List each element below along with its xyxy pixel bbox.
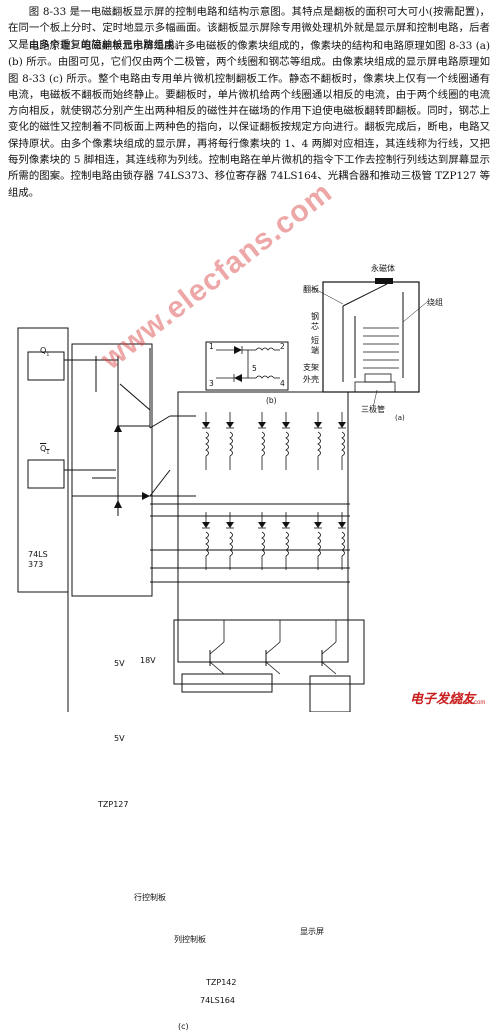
pixel-cell (258, 512, 290, 570)
figure-c-q1-sub: 1 (46, 351, 50, 358)
figure-a-flipboard-label: 翻板 (303, 285, 319, 294)
figure-b-pin-2: 2 (280, 342, 285, 351)
figure-c-drawing (17, 327, 365, 713)
pixel-cell (202, 512, 234, 570)
figure-a-housing-label: 外壳 (303, 375, 319, 384)
figure-a-triode-label: 三极管 (361, 405, 385, 414)
figure-c-q1: Q1 (40, 346, 50, 358)
figure-c-tzp142: TZP142 (206, 978, 237, 987)
column-transistor (321, 620, 337, 675)
paragraph-principle: 电路原理：电磁翻板显示屏是由许多电磁板的像素块组成的，像素块的结构和电路原理如图… (8, 40, 490, 199)
figure-c-row-board: 行控制板 (134, 893, 166, 902)
figure-a-steel-core-label: 钢芯 (311, 312, 319, 331)
footer-logo: 电子发烧友 (410, 691, 476, 706)
figure-c-q1n-sub: 1 (46, 449, 50, 456)
display-pixel-grid (202, 412, 346, 570)
figure-c: 74LS 373 Q1 Q1 5V 18V 5V TZP127 行控制板 显示屏… (0, 320, 497, 1031)
column-transistor (265, 620, 281, 675)
figure-c-q1n: Q1 (40, 444, 50, 456)
figure-b-pin-4: 4 (280, 379, 285, 388)
pixel-cell (314, 412, 346, 470)
figure-c-tzp127: TZP127 (98, 800, 129, 809)
figure-b-pin-1: 1 (209, 342, 214, 351)
figure-a: 永磁体 翻板 钢芯 短端 支架 外壳 绕组 三极管 (a) (303, 262, 493, 432)
figure-a-drawing (312, 278, 428, 409)
pixel-cell (258, 412, 290, 470)
figure-b-caption: (b) (266, 396, 277, 405)
figure-b-pin-3: 3 (209, 379, 214, 388)
pixel-cell (314, 512, 346, 570)
column-transistor (209, 620, 225, 675)
footer-site: elecfans.com (450, 700, 486, 706)
figure-c-col-board: 列控制板 (174, 935, 206, 944)
column-transistors (209, 620, 337, 675)
figure-a-coil-label: 绕组 (427, 298, 443, 307)
figure-c-5v-b: 5V (114, 734, 125, 743)
figure-c-chip-373: 74LS 373 (28, 550, 48, 569)
figure-c-5v-a: 5V (114, 659, 125, 668)
paragraph-intro: 图 8-33 是一电磁翻板显示屏的控制电路和结构示意图。其特点是翻板的面积可大可… (8, 6, 490, 51)
figure-a-short-end-label: 短端 (311, 336, 319, 355)
figure-a-caption: (a) (395, 414, 405, 422)
figure-c-chip-164: 74LS164 (200, 996, 235, 1005)
figure-c-caption: (c) (178, 1022, 189, 1031)
pixel-cell (202, 412, 234, 470)
figure-a-support-label: 支架 (303, 363, 319, 372)
figure-c-display: 显示屏 (300, 927, 324, 936)
figure-b-pin-5: 5 (252, 364, 257, 373)
figure-a-magnet-label: 永磁体 (371, 264, 395, 273)
figure-b: 1 2 3 4 5 (b) (200, 338, 294, 405)
figure-c-18v: 18V (140, 656, 156, 665)
figure-b-drawing (205, 341, 289, 391)
